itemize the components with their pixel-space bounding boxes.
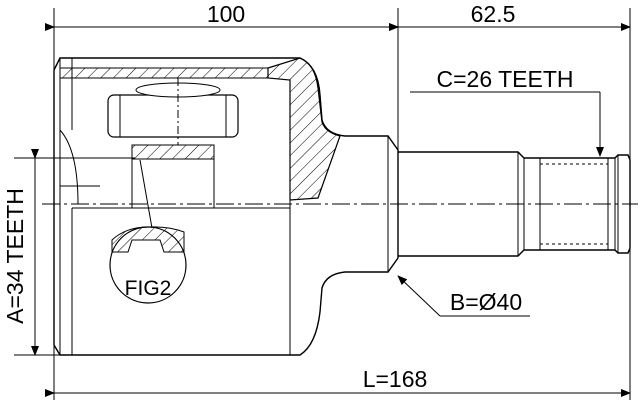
dimension-housing-length: 100 [45,1,399,31]
housing-length-label: 100 [207,1,245,27]
race-section [59,67,269,79]
spline-teeth [131,144,215,160]
total-length-label: L=168 [363,366,428,392]
callout-seal-diameter: B=Ø40 [397,275,530,317]
dimension-total-length: L=168 [45,366,631,397]
roller-assembly [100,78,239,208]
shaft-length-label: 62.5 [471,1,516,27]
seal-diameter-label: B=Ø40 [450,289,522,315]
callout-outer-spline: C=26 TEETH [410,66,604,157]
dimension-inner-spline: A=34 TEETH [2,149,39,356]
dimension-shaft-length: 62.5 [389,1,631,31]
outer-spline-label: C=26 TEETH [437,66,574,92]
shaft [398,151,631,257]
detail-ref-label: FIG2 [125,277,172,300]
detail-fig2: FIG2 [109,159,187,304]
inner-spline-label: A=34 TEETH [2,188,28,324]
housing [53,57,399,356]
housing-wall-section [267,57,341,201]
